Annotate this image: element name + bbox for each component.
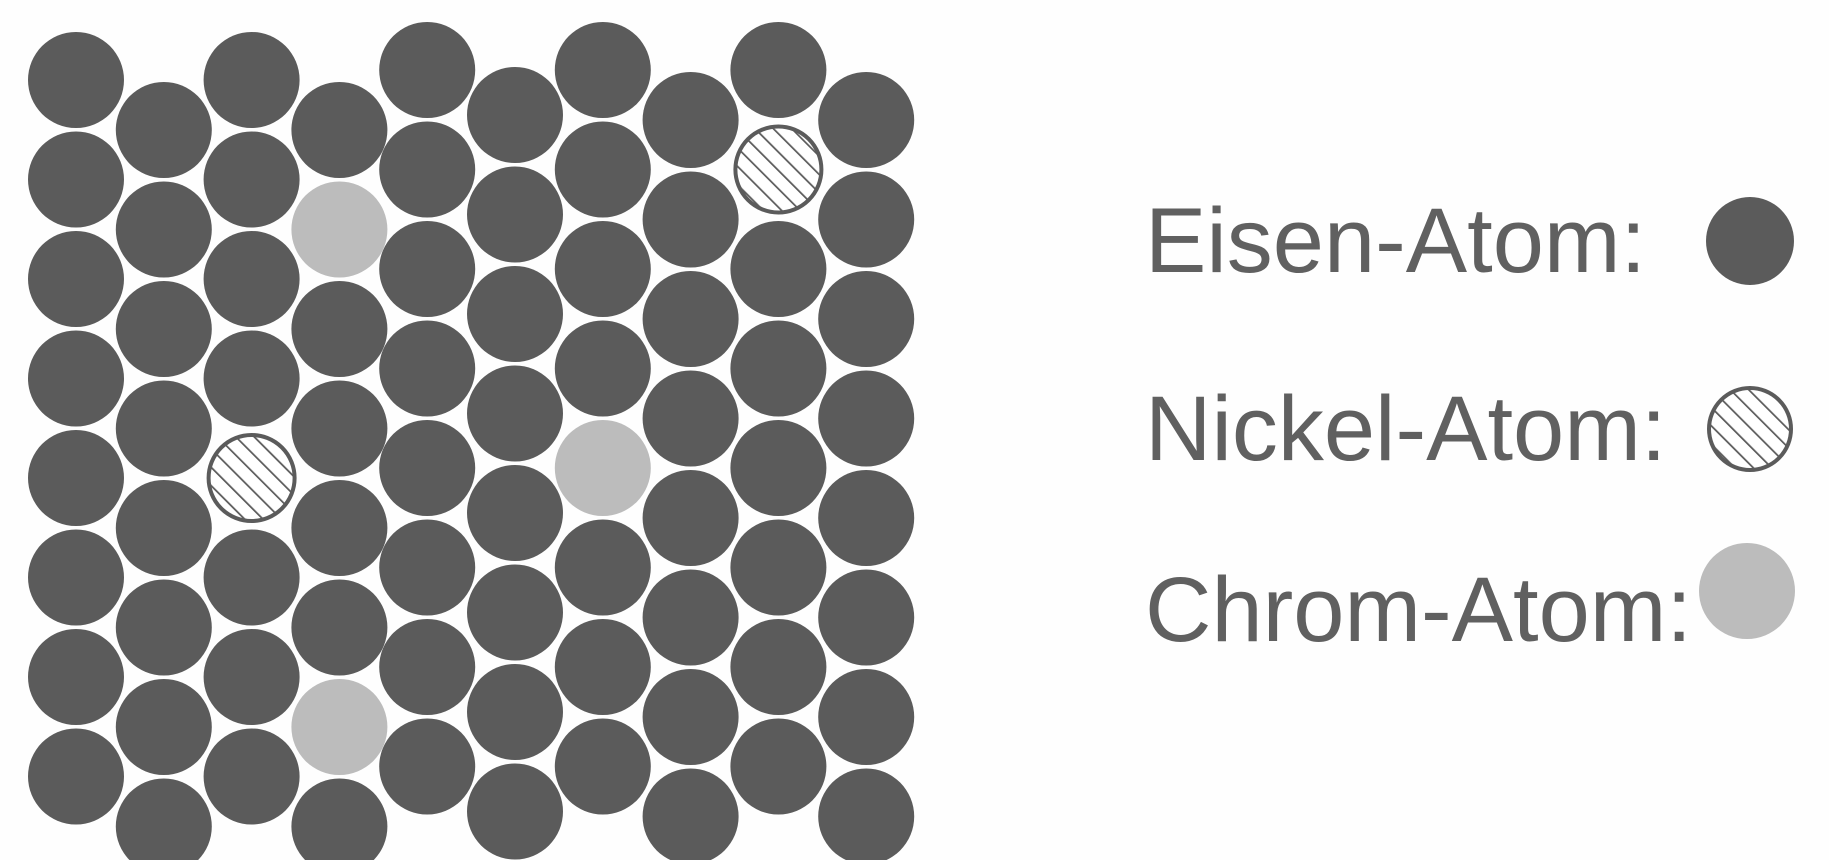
nickel-atom-icon [1707, 386, 1793, 472]
iron-atom [730, 420, 827, 516]
iron-atom [730, 320, 827, 417]
atom-lattice [28, 22, 915, 860]
iron-atom [554, 320, 651, 417]
iron-atom [467, 465, 563, 561]
iron-atom [642, 370, 739, 467]
iron-atom [203, 728, 300, 825]
iron-atom [554, 519, 651, 616]
iron-atom [28, 330, 124, 427]
iron-atom [554, 221, 651, 317]
iron-atom [554, 619, 651, 715]
iron-atom [203, 330, 300, 427]
iron-atom [818, 370, 915, 467]
iron-atom [467, 67, 563, 163]
iron-atom [642, 171, 739, 268]
iron-atom [379, 718, 476, 815]
iron-atom [379, 619, 476, 715]
iron-atom [115, 380, 212, 477]
iron-atom [115, 281, 212, 377]
iron-atom [467, 166, 563, 263]
iron-atom [203, 529, 300, 626]
iron-atom [642, 470, 739, 566]
iron-atom [28, 231, 124, 327]
legend-row-nickel: Nickel-Atom: [1145, 374, 1666, 484]
nickel-atom [733, 124, 824, 215]
iron-atom [818, 569, 915, 666]
iron-atom [115, 181, 212, 278]
iron-atom [115, 679, 212, 775]
iron-atom [467, 266, 563, 362]
iron-atom [642, 669, 739, 765]
atom-group [28, 22, 915, 860]
iron-atom [115, 579, 212, 676]
iron-atom [642, 271, 739, 367]
iron-atom [379, 420, 476, 516]
legend-label-nickel: Nickel-Atom: [1145, 378, 1667, 480]
nickel-atom [206, 433, 297, 523]
iron-atom [642, 569, 739, 666]
iron-atom [115, 480, 212, 576]
iron-atom [28, 32, 124, 128]
iron-atom [291, 579, 388, 676]
iron-atom [28, 728, 124, 825]
iron-atom [818, 271, 915, 367]
iron-atom [467, 664, 563, 760]
iron-atom [28, 430, 124, 526]
iron-atom [554, 121, 651, 218]
iron-atom [291, 480, 388, 576]
chrom-atom-icon [1699, 543, 1795, 639]
iron-atom [203, 629, 300, 725]
iron-atom [818, 669, 915, 765]
legend-label-iron: Eisen-Atom: [1145, 190, 1647, 292]
iron-atom [291, 778, 388, 860]
iron-atom [818, 470, 915, 566]
iron-atom [642, 768, 739, 860]
iron-atom [730, 22, 827, 118]
iron-atom [291, 82, 388, 178]
iron-atom [730, 619, 827, 715]
iron-atom [467, 365, 563, 462]
iron-atom [115, 82, 212, 178]
iron-atom [115, 778, 212, 860]
iron-atom [379, 519, 476, 616]
iron-atom [818, 171, 915, 268]
iron-atom [379, 121, 476, 218]
iron-atom [554, 22, 651, 118]
iron-atom [730, 718, 827, 815]
iron-atom [291, 281, 388, 377]
iron-atom [730, 221, 827, 317]
iron-atom [203, 32, 300, 128]
iron-atom [28, 629, 124, 725]
iron-atom [730, 519, 827, 616]
iron-atom [291, 380, 388, 477]
chrom-atom [291, 679, 388, 775]
iron-atom [467, 564, 563, 661]
iron-atom [203, 131, 300, 228]
chrom-atom [291, 181, 388, 278]
iron-atom [642, 72, 739, 168]
legend-label-chrom: Chrom-Atom: [1145, 559, 1692, 661]
iron-atom [379, 22, 476, 118]
legend-row-iron: Eisen-Atom: [1145, 186, 1646, 296]
iron-atom [554, 718, 651, 815]
iron-atom [818, 768, 915, 860]
iron-atom [28, 131, 124, 228]
iron-atom [379, 320, 476, 417]
legend-row-chrom: Chrom-Atom: [1145, 555, 1692, 665]
iron-atom [818, 72, 915, 168]
iron-atom-icon [1706, 197, 1794, 285]
iron-atom [379, 221, 476, 317]
iron-atom [467, 763, 563, 860]
iron-atom [203, 231, 300, 327]
iron-atom [28, 529, 124, 626]
chrom-atom [554, 420, 651, 516]
